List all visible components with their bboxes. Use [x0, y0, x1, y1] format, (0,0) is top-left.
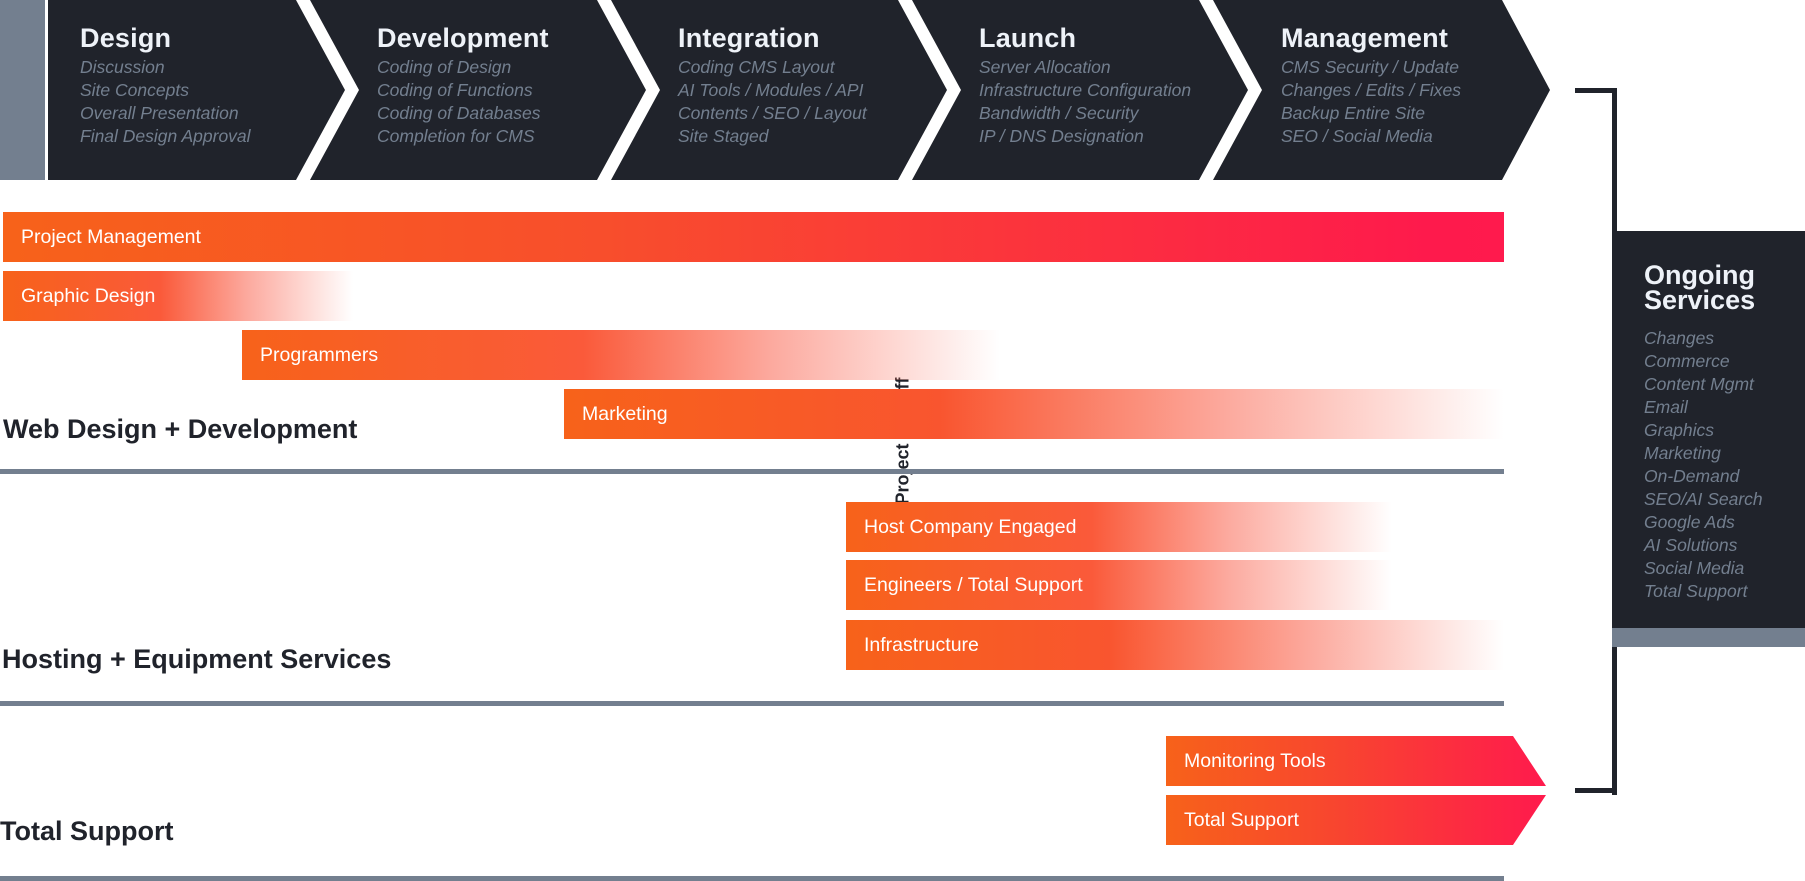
phase-title: Management	[1281, 23, 1449, 53]
phase-item: Coding of Design	[377, 57, 512, 77]
ongoing-services-title: Ongoing Services	[1644, 260, 1756, 315]
section-label-total-support: Total Support	[0, 816, 174, 846]
phase-item: Completion for CMS	[377, 126, 535, 146]
phase-item: Coding of Databases	[377, 103, 541, 123]
bar-monitoring-tools: Monitoring Tools	[1184, 750, 1326, 772]
phase-item: Site Concepts	[80, 80, 189, 100]
phase-integration: Integration Coding CMS Layout AI Tools /…	[678, 22, 867, 148]
ongoing-item: AI Solutions	[1644, 535, 1738, 555]
phase-design: Design Discussion Site Concepts Overall …	[80, 22, 251, 148]
bar-project-management: Project Management	[3, 212, 1504, 262]
phase-item: Final Design Approval	[80, 126, 251, 146]
chevron-integration	[611, 0, 947, 180]
ongoing-item: Graphics	[1644, 420, 1715, 440]
bracket-bottom-arm	[1575, 788, 1617, 793]
bar-infrastructure: Infrastructure	[846, 620, 1504, 670]
phase-title: Launch	[979, 23, 1077, 53]
ongoing-item: Google Ads	[1644, 512, 1735, 532]
phase-item: IP / DNS Designation	[979, 126, 1144, 146]
bar-total-support-shape	[1166, 795, 1546, 845]
chevron-management	[1213, 0, 1550, 180]
ongoing-item: Content Mgmt	[1644, 374, 1754, 394]
phase-item: Backup Entire Site	[1281, 103, 1425, 123]
ongoing-item: Social Media	[1644, 558, 1745, 578]
section-label-hosting: Hosting + Equipment Services	[2, 644, 392, 674]
total-support-arrow-bars	[1166, 736, 1546, 845]
phase-item: Changes / Edits / Fixes	[1281, 80, 1461, 100]
phase-item: CMS Security / Update	[1281, 57, 1459, 77]
phase-development: Development Coding of Design Coding of F…	[377, 22, 549, 148]
bar-programmers: Programmers	[242, 330, 1000, 380]
bracket-top-arm	[1575, 88, 1617, 93]
bar-host-company-engaged: Host Company Engaged	[846, 502, 1392, 552]
bar-graphic-design: Graphic Design	[3, 271, 353, 321]
ongoing-title-line2: Services	[1644, 285, 1756, 315]
ongoing-services-stripe	[1612, 628, 1805, 647]
ongoing-item: Marketing	[1644, 443, 1721, 463]
chevron-design	[48, 0, 345, 180]
phase-item: Contents / SEO / Layout	[678, 103, 867, 123]
phase-item: SEO / Social Media	[1281, 126, 1433, 146]
project-kickoff-bar: Project Kickoff	[0, 0, 912, 504]
phase-item: Infrastructure Configuration	[979, 80, 1192, 100]
phase-title: Integration	[678, 23, 820, 53]
phase-item: Overall Presentation	[80, 103, 239, 123]
ongoing-services-panel: Ongoing Services Changes Commerce Conten…	[1612, 231, 1805, 628]
section-divider	[0, 469, 1504, 474]
phase-chevrons	[48, 0, 1550, 180]
phase-item: Coding of Functions	[377, 80, 533, 100]
phase-title: Development	[377, 23, 549, 53]
ongoing-item: Commerce	[1644, 351, 1730, 371]
phase-item: Discussion	[80, 57, 165, 77]
bar-total-support: Total Support	[1184, 809, 1299, 831]
phase-management: Management CMS Security / Update Changes…	[1281, 22, 1461, 148]
phase-item: Site Staged	[678, 126, 769, 146]
phase-item: Server Allocation	[979, 57, 1111, 77]
ongoing-item: Email	[1644, 397, 1688, 417]
phase-item: Coding CMS Layout	[678, 57, 835, 77]
chevron-launch	[912, 0, 1248, 180]
bar-monitoring-tools-shape	[1166, 736, 1546, 786]
ongoing-item: SEO/AI Search	[1644, 489, 1763, 509]
phase-title: Design	[80, 23, 172, 53]
ongoing-services-list: Changes Commerce Content Mgmt Email Grap…	[1644, 327, 1763, 603]
ongoing-item: Changes	[1644, 328, 1715, 348]
ongoing-item: Total Support	[1644, 581, 1748, 601]
ongoing-title-line1: Ongoing	[1644, 260, 1755, 290]
bar-marketing: Marketing	[564, 389, 1504, 439]
chevron-development	[310, 0, 646, 180]
bar-engineers-total-support: Engineers / Total Support	[846, 560, 1392, 610]
phase-item: AI Tools / Modules / API	[678, 80, 864, 100]
section-divider	[0, 876, 1504, 881]
phase-launch: Launch Server Allocation Infrastructure …	[979, 22, 1191, 148]
ongoing-item: On-Demand	[1644, 466, 1740, 486]
section-label-web-design: Web Design + Development	[3, 414, 358, 444]
phase-item: Bandwidth / Security	[979, 103, 1139, 123]
section-divider	[0, 701, 1504, 706]
